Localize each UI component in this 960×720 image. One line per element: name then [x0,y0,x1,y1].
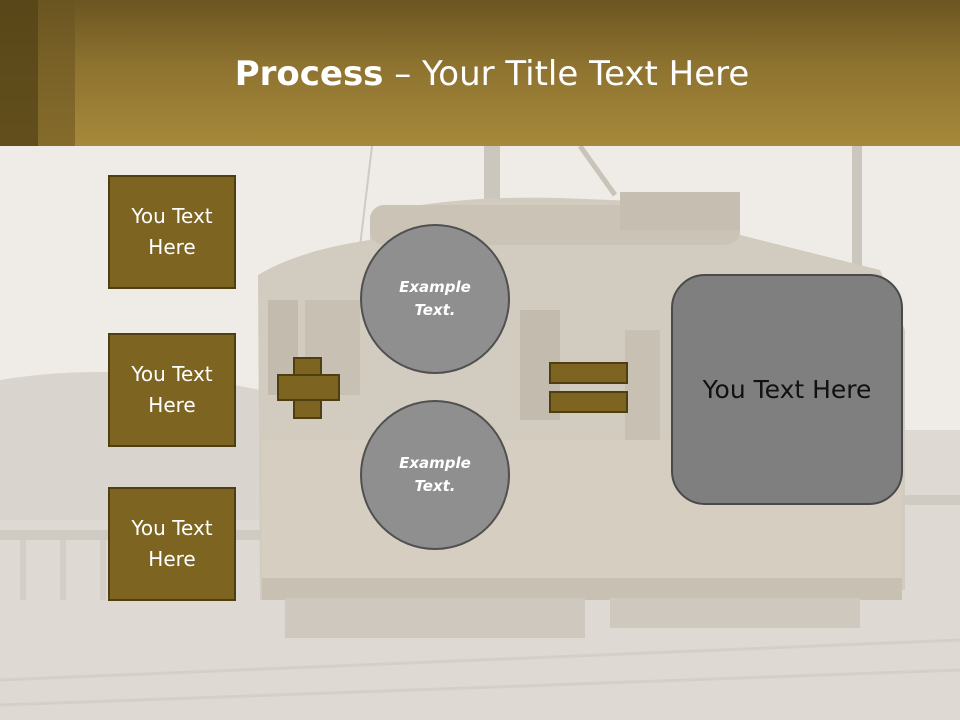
example-circle-1[interactable]: Example Text. [360,224,510,374]
equals-icon-top-bar [549,362,628,384]
equals-icon-bottom-bar [549,391,628,413]
result-box[interactable]: You Text Here [671,274,903,505]
text-box-2-label: You Text Here [131,362,213,417]
header-band: Process – Your Title Text Here [0,0,960,146]
example-circle-2-label: Example Text. [399,454,471,495]
slide-title[interactable]: Process – Your Title Text Here [0,50,960,98]
text-box-1-label: You Text Here [131,204,213,259]
header-stripe-dark [0,0,38,146]
result-box-label: You Text Here [702,374,872,404]
slide-title-rest: – Your Title Text Here [383,54,750,94]
plus-icon-center [295,376,320,399]
header-stripe-light [38,0,75,146]
text-box-2[interactable]: You Text Here [108,333,236,447]
text-box-3-label: You Text Here [131,516,213,571]
example-circle-1-label: Example Text. [399,278,471,319]
text-box-3[interactable]: You Text Here [108,487,236,601]
text-box-1[interactable]: You Text Here [108,175,236,289]
slide-title-bold: Process [234,54,384,94]
example-circle-2[interactable]: Example Text. [360,400,510,550]
